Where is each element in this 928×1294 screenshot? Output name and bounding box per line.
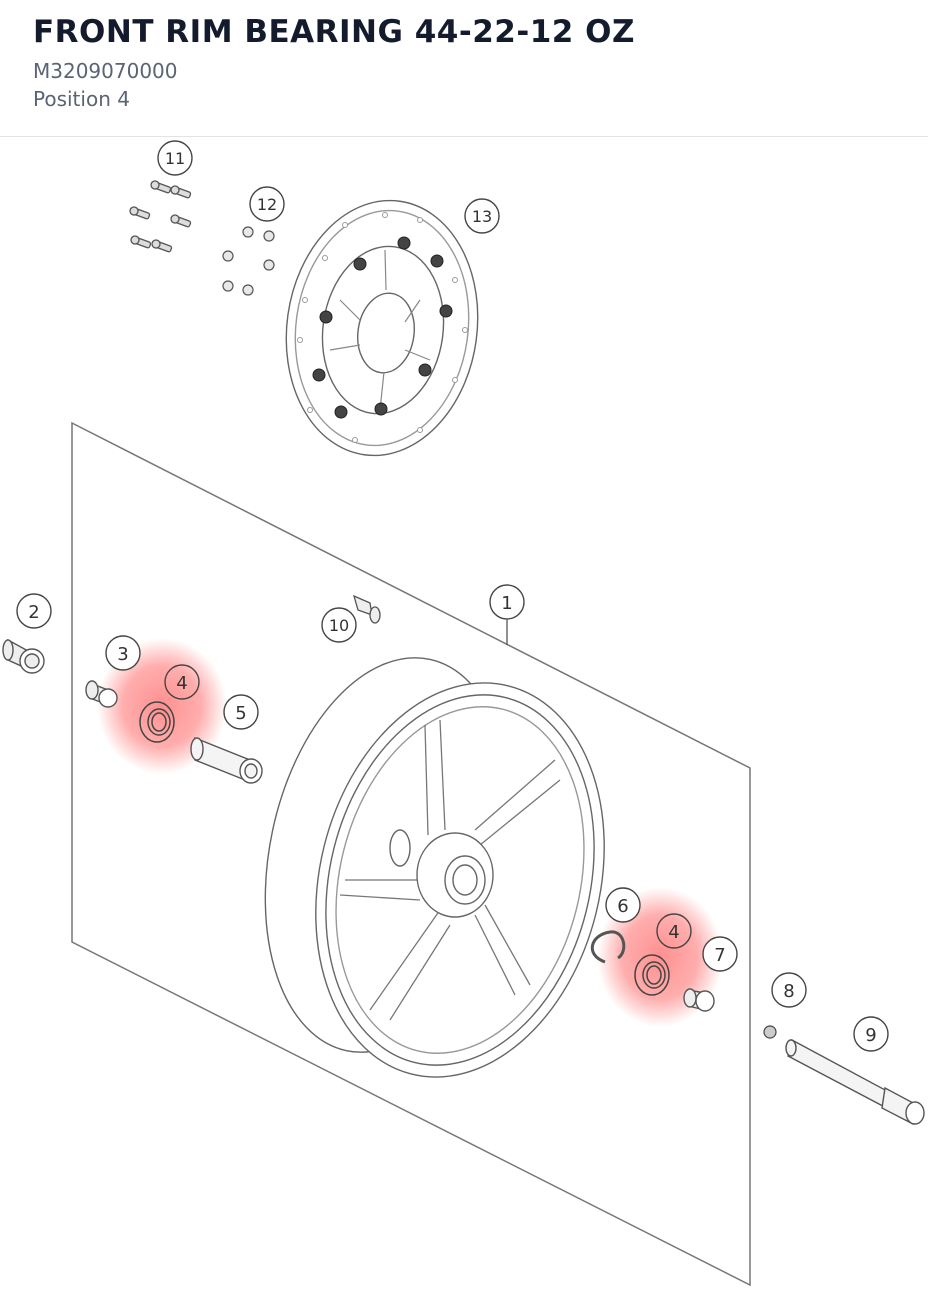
callout-label: 12	[257, 195, 277, 214]
callout-label: 3	[117, 644, 128, 665]
callout-label: 11	[165, 149, 185, 168]
callout-label: 4	[668, 922, 679, 943]
front-rim	[264, 657, 605, 1078]
callout-1: 1	[489, 584, 525, 620]
callout-label: 6	[617, 896, 628, 917]
part-position: Position 4	[33, 87, 130, 111]
callout-label: 4	[176, 673, 187, 694]
callout-8: 8	[771, 972, 807, 1008]
distance-sleeve	[190, 736, 263, 784]
callouts: 1 2 3 4 4 5 6 7 8 9 10 11 12 13	[16, 140, 889, 1052]
callout-label: 1	[501, 593, 512, 614]
callout-label: 7	[714, 945, 725, 966]
callout-label: 13	[472, 207, 492, 226]
callout-label: 2	[28, 602, 39, 623]
callout-label: 10	[329, 616, 349, 635]
axle	[785, 1038, 925, 1126]
valve	[352, 594, 381, 624]
exploded-diagram: 1 2 3 4 4 5 6 7 8 9 10 11 12 13	[0, 138, 928, 1290]
axle-nut	[763, 1025, 777, 1039]
brake-disc	[285, 199, 479, 457]
callout-5: 5	[223, 694, 259, 730]
spacer-left	[2, 638, 45, 674]
part-title: FRONT RIM BEARING 44-22-12 OZ	[33, 14, 635, 50]
callout-7: 7	[702, 936, 738, 972]
callout-13: 13	[464, 198, 500, 234]
callout-11: 11	[157, 140, 193, 176]
circlip	[591, 930, 626, 964]
callout-label: 5	[235, 703, 246, 724]
bearing-left	[139, 701, 175, 743]
rim-assembly-frame	[71, 421, 751, 1287]
callout-10: 10	[321, 607, 357, 643]
diagram-svg: 1 2 3 4 4 5 6 7 8 9 10 11 12 13	[2, 140, 925, 1287]
callout-4-right: 4	[656, 913, 692, 949]
part-number: M3209070000	[33, 59, 178, 83]
callout-6: 6	[605, 887, 641, 923]
disc-screws	[129, 180, 192, 253]
part-header: FRONT RIM BEARING 44-22-12 OZ M320907000…	[0, 0, 928, 137]
callout-3: 3	[105, 635, 141, 671]
disc-nuts	[222, 226, 275, 296]
callout-label: 8	[783, 981, 794, 1002]
bearing-right	[634, 954, 670, 996]
callout-9: 9	[853, 1016, 889, 1052]
callout-2: 2	[16, 593, 52, 629]
callout-12: 12	[249, 186, 285, 222]
callout-label: 9	[865, 1025, 876, 1046]
spacer-7	[683, 988, 715, 1012]
spacer-3	[85, 680, 118, 708]
callout-4-left: 4	[164, 664, 200, 700]
